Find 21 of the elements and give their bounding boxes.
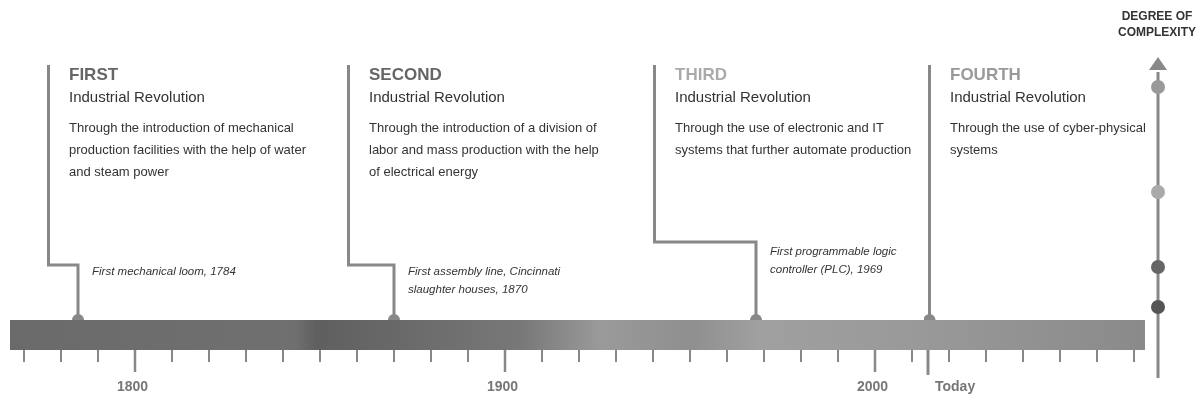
year-label: 1800 (117, 378, 149, 394)
timeline-bar (10, 320, 1145, 350)
era-subheading: Industrial Revolution (949, 87, 1087, 107)
era-subheading: Industrial Revolution (674, 87, 812, 107)
era-description: Through the use of cyber-physical systems (949, 119, 1147, 159)
year-label: 2000 (857, 378, 889, 394)
era-heading: THIRD (674, 65, 728, 85)
milestone-caption: First programmable logic controller (PLC), 1969 (770, 244, 898, 277)
era-heading: SECOND (368, 65, 443, 85)
year-label: 1900 (487, 378, 519, 394)
era-heading: FOURTH (949, 65, 1022, 85)
era-subheading: Industrial Revolution (68, 87, 206, 107)
era-description: Through the use of electronic and IT systems that further automate production (674, 119, 913, 159)
milestone-caption: First mechanical loom, 1784 (92, 264, 237, 279)
milestone-caption: First assembly line, Cincinnati slaughter houses, 1870 (408, 264, 562, 297)
year-label: Today (935, 378, 976, 394)
axis-title: DEGREE OF COMPLEXITY (1117, 8, 1197, 40)
era-heading: FIRST (68, 65, 120, 85)
era-description: Through the introduction of mechanical production facilities with the help of water and steam power (68, 119, 307, 181)
era-subheading: Industrial Revolution (368, 87, 506, 107)
era-description: Through the introduction of a division of labor and mass production with the help of electrical energy (368, 119, 600, 181)
